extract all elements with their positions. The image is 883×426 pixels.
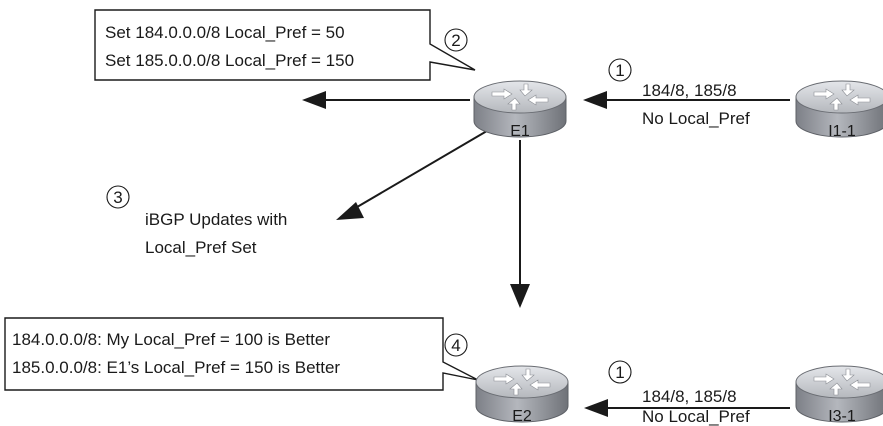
arrows [302, 91, 790, 417]
arrowhead-e1-to-e2 [510, 284, 530, 308]
link-top-line2: No Local_Pref [642, 109, 750, 128]
step-1-top-number: 1 [615, 61, 624, 80]
arrowhead-e1-ibgp [336, 202, 364, 220]
callout-bottom-line1: 184.0.0.0/8: My Local_Pref = 100 is Bett… [12, 330, 330, 349]
link-top-line1: 184/8, 185/8 [642, 81, 737, 100]
step-2-number: 2 [451, 31, 460, 50]
step-4-badge: 4 [444, 333, 468, 357]
router-i3-1: I3-1 [795, 365, 883, 425]
arrowhead-i1-1-to-e1 [583, 91, 607, 109]
arrow-e1-ibgp [351, 127, 493, 211]
router-e2: E2 [475, 365, 569, 425]
router-e2-label: E2 [512, 408, 532, 425]
router-i3-1-label: I3-1 [828, 408, 856, 425]
step-1-top-badge: 1 [608, 58, 632, 82]
ibgp-label-line2: Local_Pref Set [145, 238, 257, 257]
step-1-bottom-badge: 1 [608, 360, 632, 384]
callout-bottom-line2: 185.0.0.0/8: E1’s Local_Pref = 150 is Be… [12, 358, 340, 377]
callout-top-line2: Set 185.0.0.0/8 Local_Pref = 150 [105, 51, 354, 70]
callout-top-line1: Set 184.0.0.0/8 Local_Pref = 50 [105, 23, 345, 42]
ibgp-label-line1: iBGP Updates with [145, 210, 287, 229]
link-bottom-line1: 184/8, 185/8 [642, 387, 737, 406]
arrowhead-e1-left [302, 91, 326, 109]
router-i1-1-label: I1-1 [828, 123, 856, 140]
step-4-number: 4 [451, 336, 460, 355]
step-3-number: 3 [113, 188, 122, 207]
step-3-badge: 3 [106, 185, 130, 209]
callout-box-top: Set 184.0.0.0/8 Local_Pref = 50 Set 185.… [94, 9, 476, 81]
arrowhead-i3-1-to-e2 [584, 399, 608, 417]
step-2-badge: 2 [444, 28, 468, 52]
link-bottom-line2: No Local_Pref [642, 407, 750, 426]
router-e1: E1 [473, 80, 567, 140]
router-e1-label: E1 [510, 123, 530, 140]
router-i1-1: I1-1 [795, 80, 883, 140]
step-1-bottom-number: 1 [615, 363, 624, 382]
callout-box-bottom: 184.0.0.0/8: My Local_Pref = 100 is Bett… [4, 317, 479, 391]
